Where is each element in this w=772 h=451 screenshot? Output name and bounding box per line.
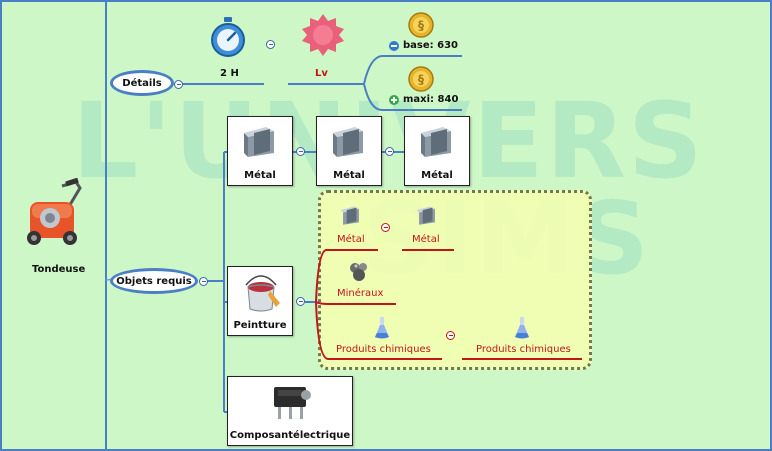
simoleon-coin-icon-max: § [408,66,434,92]
level-label: Lv [315,68,328,79]
chemicals-flask-icon [515,317,529,339]
level-gear-icon [300,12,346,58]
base-price-minus-icon [389,41,399,51]
paint-card[interactable]: Peintture [227,266,293,336]
max-price-label: maxi: 840 [403,94,459,105]
metal-card-2-label: Métal [333,170,365,181]
metal-ingot-icon [340,206,359,225]
max-price-plus-icon [389,95,399,105]
ingredient-metal-2-label: Métal [412,234,440,245]
metal-card-1[interactable]: Métal [227,116,293,186]
metal-ingot-icon [421,127,451,157]
paint-collapse-toggle[interactable] [296,297,305,306]
minerals-icon [350,263,367,281]
metal-card-2[interactable]: Métal [316,116,382,186]
required-items-node[interactable]: Objets requis [110,268,198,294]
root-label: Tondeuse [32,264,86,275]
paint-card-label: Peintture [233,320,287,331]
component-card[interactable]: Composantélectrique [227,376,353,446]
metal-ingot-icon [244,127,274,157]
svg-text:§: § [418,73,424,87]
component-card-label: Composantélectrique [229,430,351,441]
lawnmower-icon [20,177,92,250]
details-node[interactable]: Détails [110,70,174,96]
metal-card-1-label: Métal [244,170,276,181]
paint-bucket-icon [245,275,280,312]
svg-text:§: § [418,19,424,33]
simoleon-coin-icon-base: § [408,12,434,38]
ingredient-metal-1-collapse-toggle[interactable] [381,223,390,232]
chemicals-flask-icon [375,317,389,339]
details-collapse-toggle[interactable] [174,80,183,89]
base-price-label: base: 630 [403,40,458,51]
time-label: 2 H [220,68,239,79]
electric-component-icon [274,387,311,419]
stopwatch-icon [208,16,248,58]
time-collapse-toggle[interactable] [266,40,275,49]
ingredient-minerals-label: Minéraux [337,288,384,299]
ingredient-metal-1-label: Métal [337,234,365,245]
ingredient-group [318,190,592,370]
ingredient-chemicals-2-label: Produits chimiques [476,344,571,355]
metal-ingot-icon [333,127,363,157]
required-collapse-toggle[interactable] [199,277,208,286]
metal-card-3-label: Métal [421,170,453,181]
metal-card-2-collapse-toggle[interactable] [385,147,394,156]
metal-ingot-icon [416,206,435,225]
ingredient-chemicals-collapse-toggle[interactable] [446,331,455,340]
metal-card-1-collapse-toggle[interactable] [296,147,305,156]
ingredient-chemicals-1-label: Produits chimiques [336,344,431,355]
metal-card-3[interactable]: Métal [404,116,470,186]
